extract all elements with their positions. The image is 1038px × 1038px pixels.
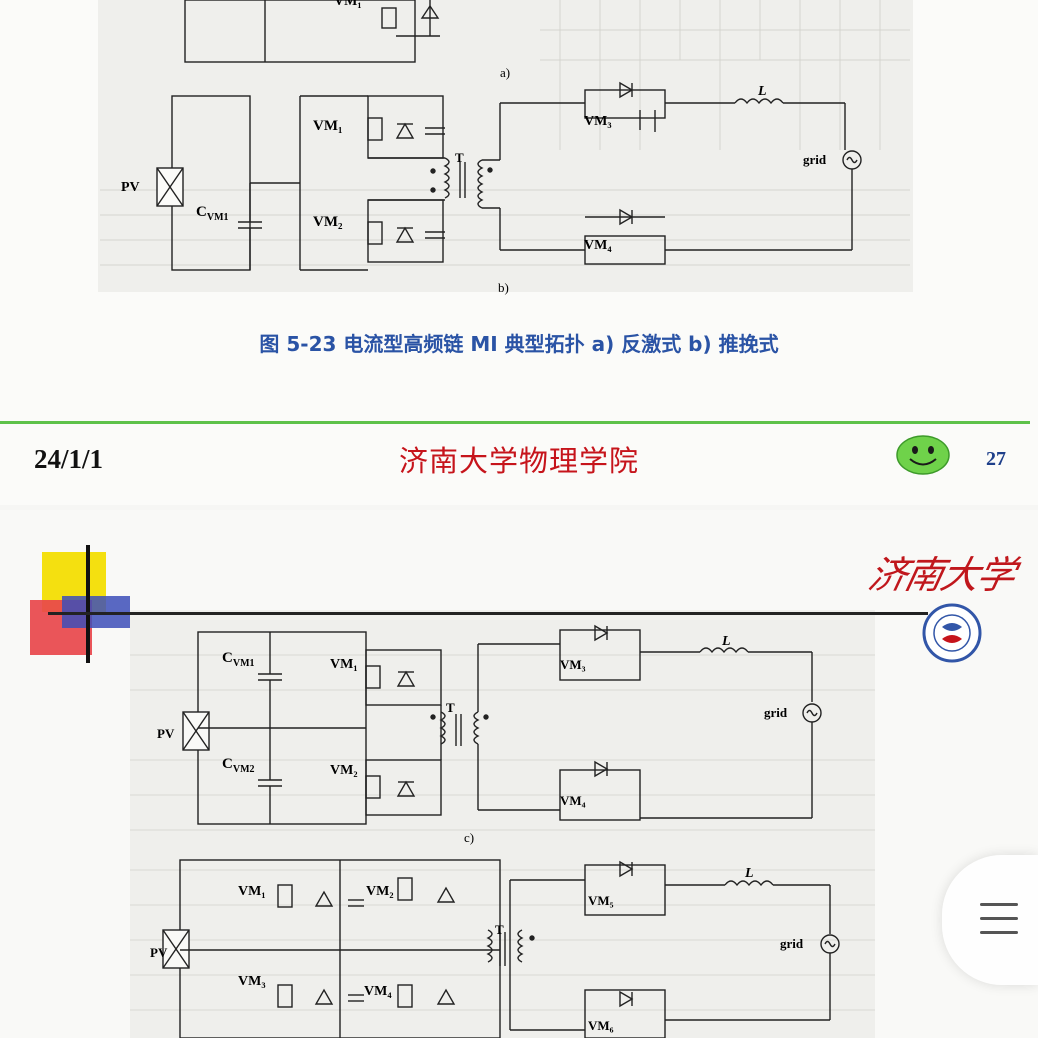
label-d-vm4: VM₄ [364, 984, 392, 999]
label-vm1-a: VM₁ [334, 0, 362, 9]
floating-menu-button[interactable] [942, 855, 1038, 985]
header-rule [48, 612, 928, 615]
label-c: c) [464, 830, 475, 845]
label-t: T [455, 150, 464, 165]
label-c-vm1: VM₁ [330, 657, 358, 672]
label-d-vm5: VM₅ [588, 893, 614, 908]
label-c-cvm2: CVM2 [222, 756, 255, 775]
label-d-vm6: VM₆ [588, 1018, 614, 1033]
footer-date: 24/1/1 [34, 444, 104, 474]
top-slide: VM₁ a) VM₁ VM₂ VM₃ VM₄ PV CVM1 T L grid … [0, 0, 1038, 505]
label-a: a) [500, 65, 511, 80]
label-grid: grid [803, 152, 827, 167]
label-vm4: VM₄ [584, 238, 612, 253]
label-vm3: VM₃ [584, 114, 612, 129]
label-d-grid: grid [780, 936, 804, 951]
label-l: L [758, 84, 767, 99]
label-d-l: L [745, 866, 754, 881]
label-c-t: T [446, 700, 455, 715]
label-c-pv: PV [157, 726, 175, 741]
footer-page-number: 27 [986, 448, 1006, 470]
label-d-vm1: VM₁ [238, 884, 266, 899]
label-c-vm3: VM₃ [560, 657, 586, 672]
label-vm2: VM₂ [313, 214, 343, 230]
label-c-cvm1: CVM1 [222, 650, 255, 669]
circuit-figure-ab [100, 0, 910, 271]
footer-divider [0, 421, 1030, 424]
label-d-pv: PV [150, 945, 168, 960]
label-c-vm4: VM₄ [560, 793, 586, 808]
smiley-icon [896, 435, 950, 475]
scanned-page-top [98, 0, 913, 292]
university-emblem-icon [922, 603, 982, 663]
label-pv: PV [121, 180, 140, 195]
corner-deco-vline [86, 545, 90, 663]
figure-caption: 图 5-23 电流型高频链 MI 典型拓扑 a) 反激式 b) 推挽式 [259, 332, 779, 356]
label-b: b) [498, 280, 509, 295]
label-c-vm2: VM₂ [330, 763, 358, 778]
label-d-vm2: VM₂ [366, 884, 394, 899]
label-d-vm3: VM₃ [238, 974, 266, 989]
label-d-t: T [495, 922, 504, 937]
label-vm1: VM₁ [313, 118, 343, 134]
label-c-l: L [722, 634, 731, 649]
label-c-grid: grid [764, 705, 788, 720]
label-cvm1: CVM1 [196, 204, 229, 223]
footer-school-name: 济南大学物理学院 [398, 444, 639, 478]
